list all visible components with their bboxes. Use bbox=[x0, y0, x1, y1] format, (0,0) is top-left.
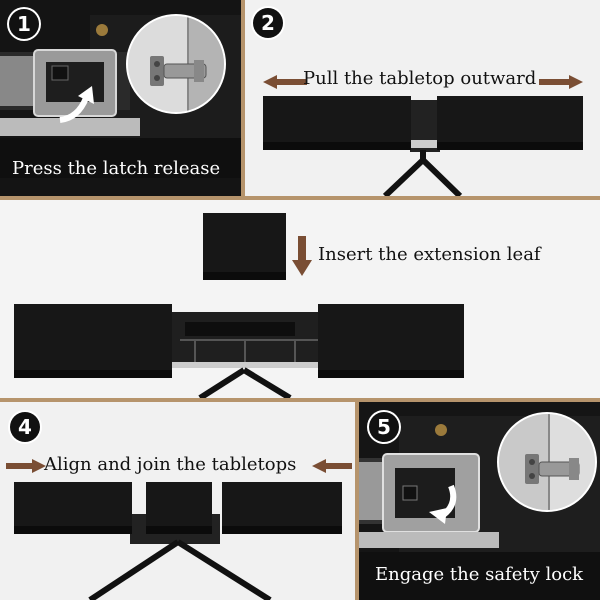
insert-leaf-illustration bbox=[0, 200, 600, 398]
step-badge-4: 4 bbox=[10, 412, 40, 442]
step-2-caption: Pull the tabletop outward bbox=[303, 68, 537, 89]
step-1-panel: 1 Press the latch release bbox=[0, 0, 241, 196]
step-4-caption: Align and join the tabletops bbox=[44, 454, 297, 475]
step-1-caption: Press the latch release bbox=[12, 158, 221, 179]
right-arrow-icon bbox=[6, 458, 46, 477]
lock-detail-inset bbox=[497, 412, 597, 512]
step-4-panel: 4 Align and join the tabletops bbox=[0, 402, 355, 600]
step-3-caption: Insert the extension leaf bbox=[318, 244, 541, 265]
pull-tabletop-illustration bbox=[245, 0, 600, 196]
latch-icon bbox=[128, 16, 224, 112]
double-arrow-icon bbox=[263, 74, 583, 93]
step-5-caption: Engage the safety lock bbox=[375, 564, 584, 585]
left-arrow-icon bbox=[312, 458, 352, 477]
step-3-panel: Insert the extension leaf bbox=[0, 200, 600, 398]
step-2-panel: 2 Pull the tabletop outward bbox=[245, 0, 600, 196]
latch-icon bbox=[499, 414, 595, 510]
step-5-panel: 5 Engage the safety lock bbox=[359, 402, 600, 600]
down-arrow-icon bbox=[292, 236, 312, 280]
join-tabletops-illustration bbox=[0, 402, 355, 600]
step-badge-2: 2 bbox=[253, 8, 283, 38]
step-badge-1: 1 bbox=[9, 9, 39, 39]
step-badge-5: 5 bbox=[369, 412, 399, 442]
latch-detail-inset bbox=[126, 14, 226, 114]
